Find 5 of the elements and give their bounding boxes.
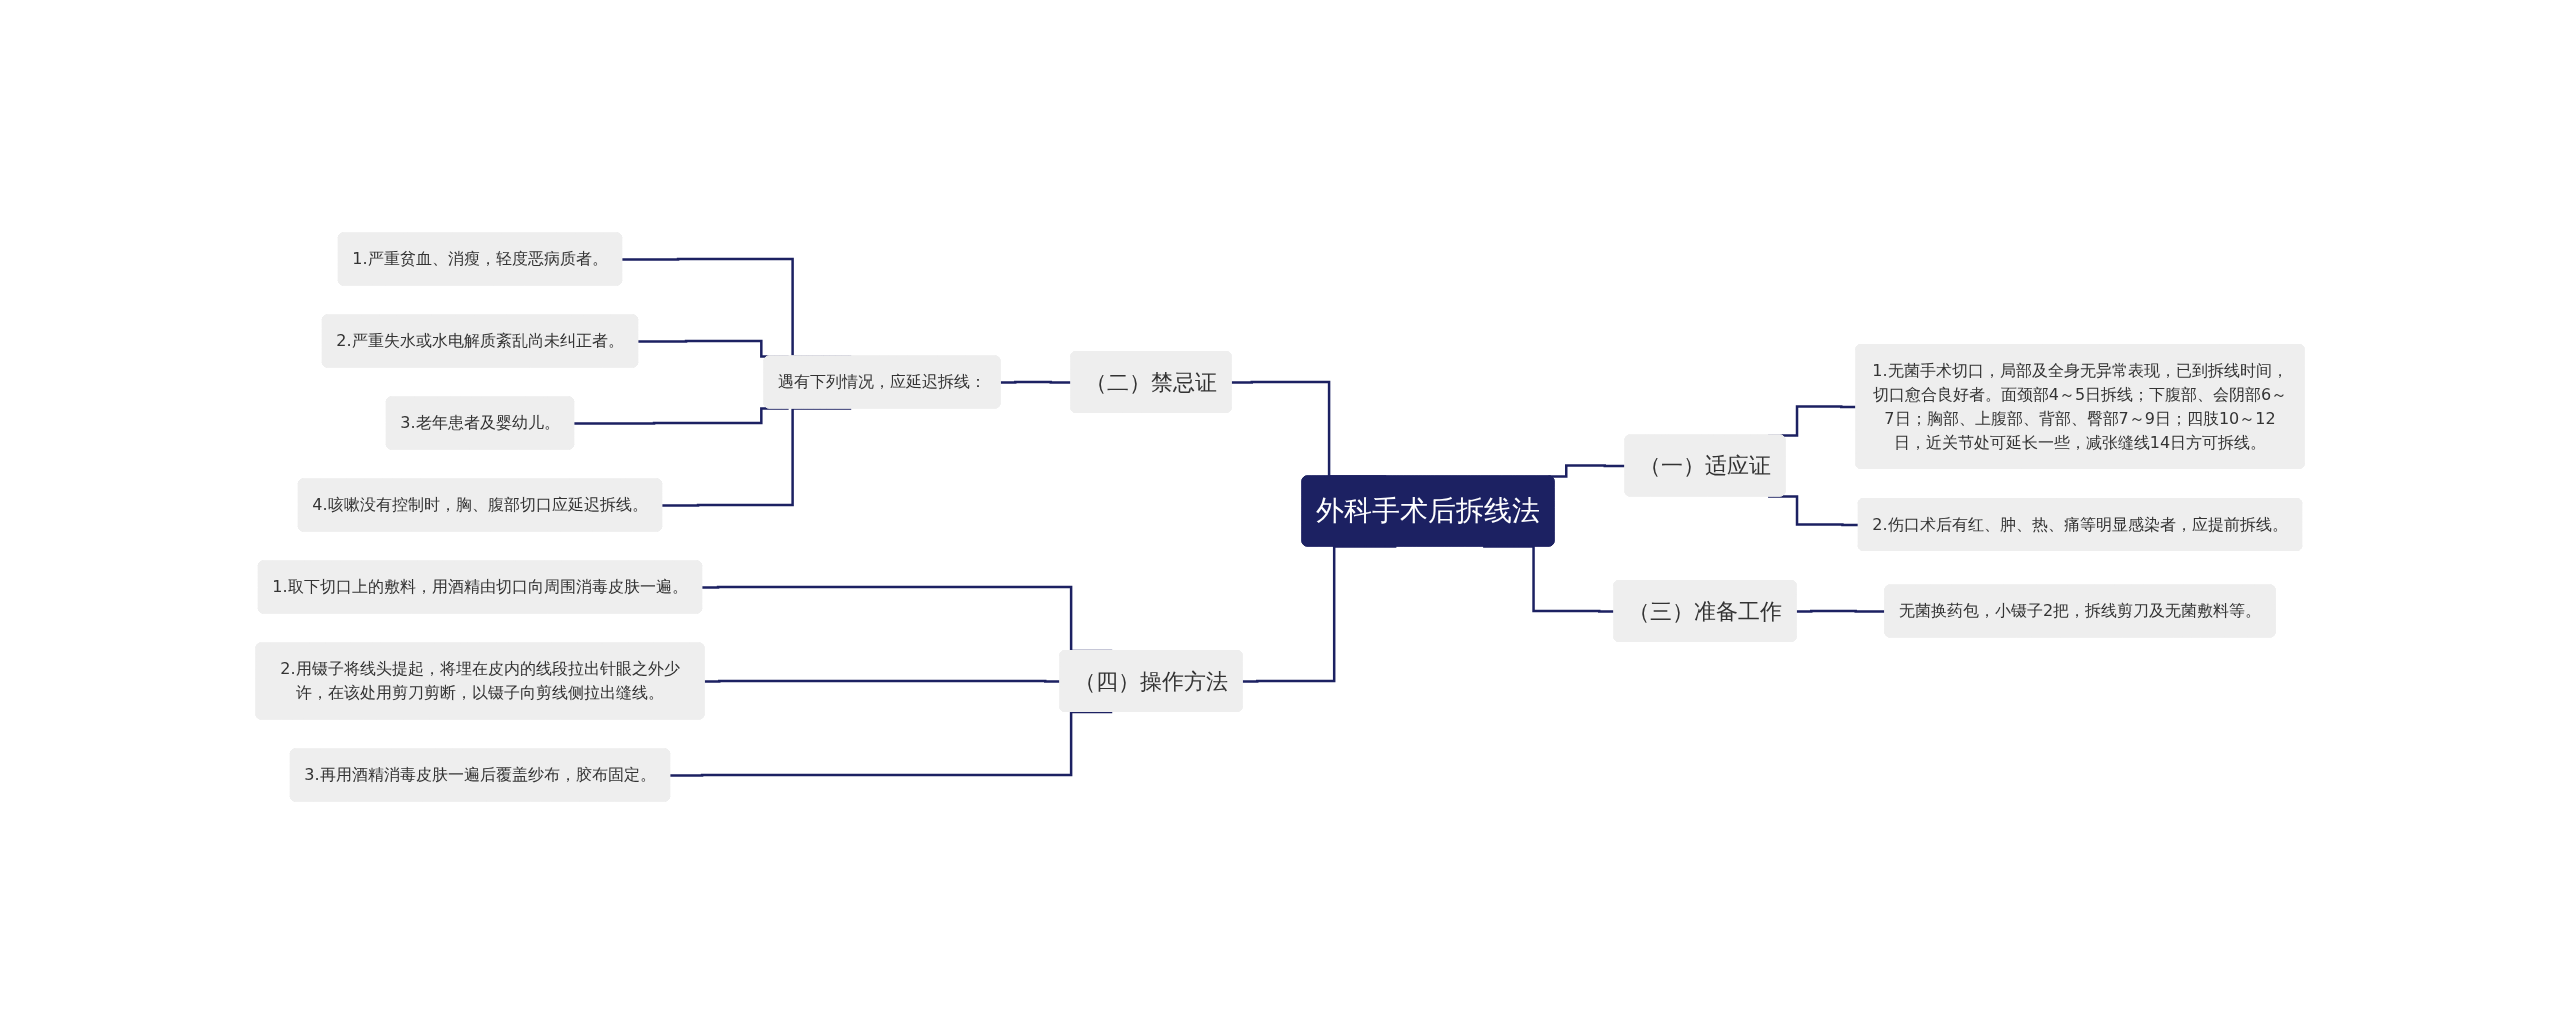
- connector: [670, 710, 1113, 777]
- connector: [1000, 380, 1072, 384]
- connector: [1796, 609, 1886, 613]
- connector: [704, 679, 1061, 683]
- connector: [1548, 464, 1626, 478]
